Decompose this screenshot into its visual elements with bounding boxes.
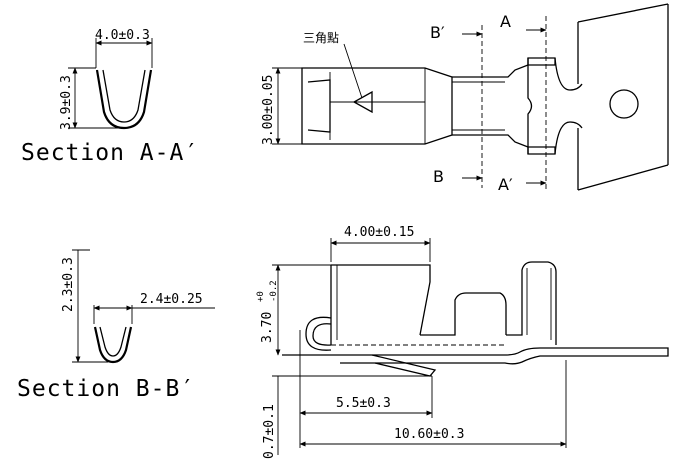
section-bb-width-dim: 2.4±0.25	[140, 292, 203, 307]
top-view: 三角點 3.00±0.05 B′ B A A′	[261, 3, 669, 194]
section-bb-title: Section B-B′	[17, 376, 195, 402]
section-b-prime-top-label: B′	[430, 23, 445, 42]
section-b-bottom-label: B	[433, 167, 444, 186]
triangle-mark-note: 三角點	[303, 31, 339, 45]
side-top-width-dim: 4.00±0.15	[344, 225, 414, 240]
section-aa-height-dim: 3.9±0.3	[59, 75, 74, 130]
side-length-dim: 5.5±0.3	[336, 396, 391, 411]
section-a-prime-bottom-label: A′	[498, 175, 513, 194]
side-height-tol-lower: -0.2	[269, 280, 279, 302]
section-aa-title: Section A-A′	[21, 140, 199, 166]
side-thickness-dim: 0.7±0.1	[262, 404, 277, 459]
top-view-height-dim: 3.00±0.05	[261, 75, 276, 145]
section-bb-view: 2.4±0.25 2.3±0.3 Section B-B′	[17, 249, 215, 402]
section-a-top-label: A	[500, 12, 511, 31]
side-view: 4.00±0.15 3.70 +0 -0.2 0.7±0.1 5.5±0.3 1…	[256, 225, 669, 459]
section-aa-view: 4.0±0.3 3.9±0.3 Section A-A′	[21, 28, 199, 166]
side-height-dim-base: 3.70	[260, 312, 275, 343]
side-height-tol-upper: +0	[256, 291, 266, 302]
section-aa-width-dim: 4.0±0.3	[95, 28, 150, 43]
side-total-length-dim: 10.60±0.3	[394, 427, 464, 442]
section-bb-height-dim: 2.3±0.3	[61, 257, 76, 312]
